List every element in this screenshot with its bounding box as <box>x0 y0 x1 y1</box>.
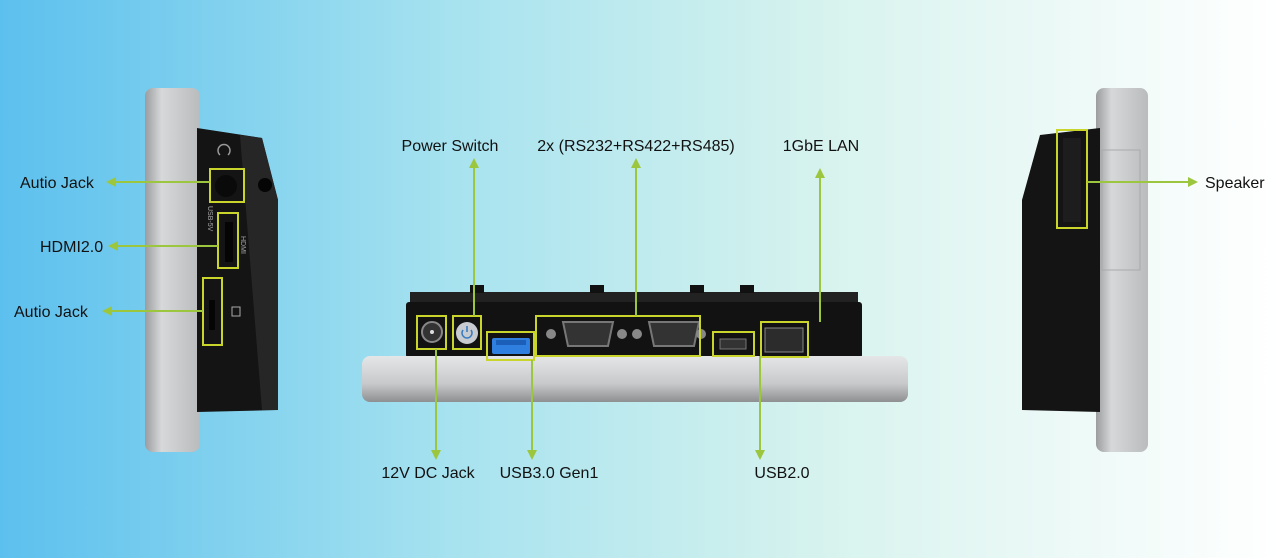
left-side-view: USB-5V HDMI <box>145 88 278 452</box>
right-side-view <box>1022 88 1148 452</box>
label-serial: 2x (RS232+RS422+RS485) <box>537 138 734 155</box>
label-speaker: Speaker <box>1205 175 1265 192</box>
label-usb3: USB3.0 Gen1 <box>500 465 599 482</box>
right-body <box>1022 128 1100 412</box>
power-button <box>456 322 478 344</box>
audio-jack-highlight-top <box>209 168 245 203</box>
arrow-up-icon <box>815 168 825 178</box>
serial-port-1 <box>546 321 627 347</box>
lan-port <box>764 327 804 353</box>
power-switch-highlight <box>452 315 482 350</box>
dc-jack-highlight <box>416 315 447 350</box>
arrow-up-icon <box>631 158 641 168</box>
arrow-down-icon <box>755 450 765 460</box>
arrow-down-icon <box>431 450 441 460</box>
arrow-left-icon <box>108 241 118 251</box>
usb2-port <box>719 338 747 350</box>
hdmi-highlight <box>217 212 239 269</box>
label-usb2: USB2.0 <box>754 465 809 482</box>
arrow-down-icon <box>527 450 537 460</box>
hdmi-marking: HDMI <box>239 236 246 254</box>
rear-bezel <box>362 356 908 402</box>
usb2-highlight <box>712 331 755 357</box>
label-dc-jack: 12V DC Jack <box>381 465 475 482</box>
label-hdmi: HDMI2.0 <box>40 239 103 256</box>
arrow-left-icon <box>106 177 116 187</box>
label-lan: 1GbE LAN <box>783 138 859 155</box>
label-audio-jack-top: Autio Jack <box>20 175 95 192</box>
label-power-switch: Power Switch <box>402 138 499 155</box>
serial-port-2 <box>632 321 706 347</box>
callout-lines <box>102 158 1198 460</box>
arrow-up-icon <box>469 158 479 168</box>
power-icon <box>461 326 473 339</box>
arrow-right-icon <box>1188 177 1198 187</box>
left-bezel <box>145 88 200 452</box>
serial-highlight <box>535 315 701 357</box>
headphone-icon <box>217 143 231 156</box>
usb3-highlight <box>486 331 535 361</box>
lan-highlight <box>760 321 809 358</box>
arrow-left-icon <box>102 306 112 316</box>
rear-view <box>362 285 908 402</box>
speaker-highlight <box>1056 129 1088 229</box>
usb-5v-marking: USB-5V <box>206 206 213 232</box>
label-audio-jack-bottom: Autio Jack <box>14 304 89 321</box>
